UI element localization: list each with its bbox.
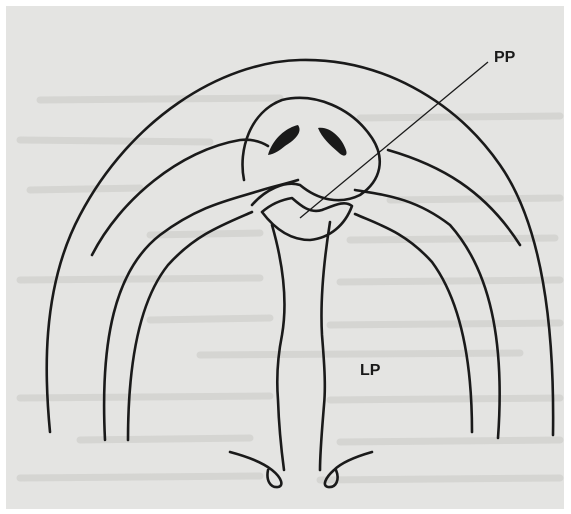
- pp-label: PP: [494, 49, 516, 66]
- paper-background: [6, 6, 564, 509]
- lp-label: LP: [360, 362, 381, 379]
